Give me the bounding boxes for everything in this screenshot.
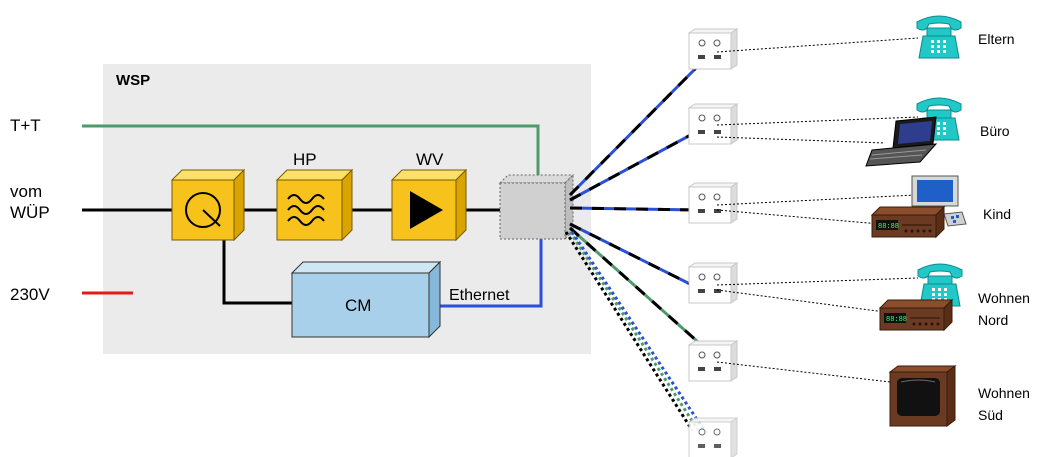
phone-icon-eltern bbox=[916, 15, 962, 59]
room-wohnen-nord-label-1: Wohnen bbox=[978, 290, 1030, 306]
receiver-icon-kind bbox=[871, 206, 945, 238]
wuep-label: WÜP bbox=[10, 203, 50, 222]
highpass-filter-icon bbox=[287, 194, 325, 226]
room-buero-label: Büro bbox=[980, 123, 1010, 139]
cm-block bbox=[290, 260, 442, 339]
tt-label: T+T bbox=[10, 116, 41, 135]
socket-kind bbox=[688, 182, 738, 224]
cm-label: CM bbox=[345, 296, 371, 315]
hp-label: HP bbox=[293, 150, 317, 169]
room-wohnen-sued-label-2: Süd bbox=[978, 407, 1003, 423]
wsp-label: WSP bbox=[116, 72, 150, 89]
power-label: 230V bbox=[10, 285, 50, 304]
room-wohnen-nord-label-2: Nord bbox=[978, 312, 1008, 328]
ethernet-label: Ethernet bbox=[449, 287, 510, 304]
wv-block bbox=[390, 168, 468, 242]
wv-label: WV bbox=[416, 150, 444, 169]
amplifier-icon bbox=[410, 191, 443, 229]
receiver-icon-wohnen-nord bbox=[879, 299, 953, 331]
socket-wohnen-nord bbox=[688, 262, 738, 304]
room-wohnen-sued-label-1: Wohnen bbox=[978, 385, 1030, 401]
socket-spare bbox=[688, 417, 738, 457]
splitter-block bbox=[170, 168, 246, 242]
socket-eltern bbox=[688, 28, 738, 70]
distributor-block bbox=[498, 173, 575, 241]
tv-icon bbox=[888, 365, 957, 427]
hp-block bbox=[275, 168, 354, 242]
device-connections bbox=[716, 37, 919, 383]
laptop-icon bbox=[865, 116, 938, 167]
vom-label: vom bbox=[10, 182, 42, 201]
coax-cables bbox=[564, 64, 706, 431]
tt-line bbox=[82, 124, 540, 183]
ethernet-line bbox=[430, 236, 543, 308]
room-eltern-label: Eltern bbox=[978, 31, 1015, 47]
room-kind-label: Kind bbox=[983, 206, 1011, 222]
socket-wohnen-sued bbox=[688, 340, 738, 382]
